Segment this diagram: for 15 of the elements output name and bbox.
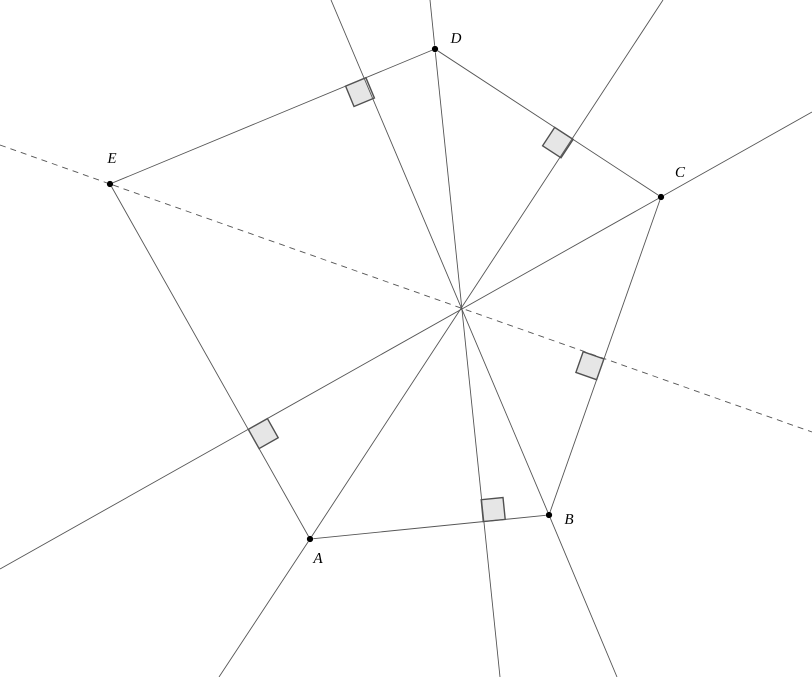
perpendicular-line — [0, 198, 659, 570]
point-label: D — [450, 33, 462, 43]
point-label: B — [564, 514, 574, 524]
point-label: A — [312, 553, 323, 563]
point-label: E — [107, 153, 116, 163]
perpendicular-line — [434, 52, 500, 677]
polygon-side — [111, 186, 309, 537]
polygon-side — [437, 50, 659, 196]
perpendicular-line — [112, 184, 812, 432]
perpendicular-line — [311, 0, 664, 537]
perpendicular-line — [330, 0, 548, 512]
polygon-side — [112, 50, 432, 184]
polygon-side — [550, 200, 660, 512]
polygon-side — [312, 514, 546, 540]
point-label: C — [676, 166, 686, 178]
